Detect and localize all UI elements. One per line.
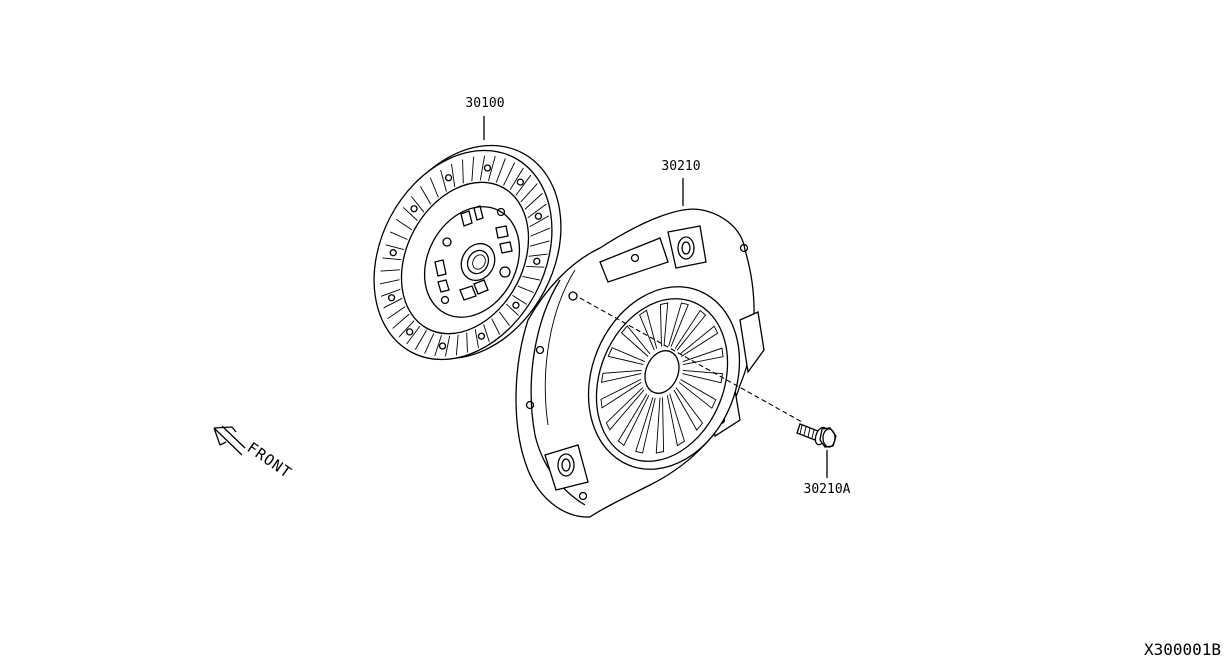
clutch-cover-icon[interactable]	[515, 208, 766, 518]
disc-rivet-hole	[533, 257, 541, 265]
disc-groove	[495, 158, 506, 183]
disc-groove	[379, 279, 400, 285]
disc-groove	[451, 163, 456, 187]
disc-groove	[479, 155, 486, 181]
disc-groove	[528, 253, 548, 257]
front-label: FRONT	[244, 439, 295, 483]
diaphragm-finger	[639, 309, 658, 351]
disc-groove	[512, 294, 528, 305]
disc-rivet-hole	[389, 249, 397, 257]
disc-groove	[414, 330, 427, 350]
disc-rivet-hole	[405, 328, 414, 336]
diaphragm-finger	[620, 325, 651, 357]
disc-groove	[529, 215, 550, 228]
disc-groove	[380, 288, 401, 297]
bolt-label: 30210A	[804, 482, 851, 497]
disc-groove	[383, 297, 403, 309]
disc-groove	[392, 313, 410, 329]
disc-groove	[420, 186, 432, 205]
disc-groove	[491, 318, 501, 335]
disc-groove	[398, 320, 415, 338]
diaphragm-finger	[635, 397, 656, 454]
disc-groove	[505, 303, 519, 316]
diaphragm-finger	[673, 387, 704, 431]
disc-rivet-hole	[387, 294, 396, 302]
disc-groove	[390, 231, 408, 240]
disc-rivet-hole	[516, 178, 525, 186]
disc-groove	[444, 335, 451, 357]
disc-groove	[515, 174, 532, 196]
disc-groove	[385, 244, 404, 250]
disc-groove	[526, 266, 545, 268]
clutch-disc-icon[interactable]	[339, 114, 597, 391]
disc-groove	[509, 167, 524, 191]
disc-groove	[466, 332, 468, 353]
disc-rivet-hole	[410, 205, 418, 213]
diaphragm-finger	[655, 397, 665, 454]
diaphragm-finger	[674, 309, 707, 351]
disc-rivet-hole	[534, 212, 543, 220]
disc-groove	[517, 285, 535, 294]
diaphragm-finger	[682, 347, 724, 366]
disc-groove	[520, 183, 538, 203]
diagram-reference-code: X300001B	[1144, 640, 1221, 659]
disc-groove	[530, 227, 551, 237]
diaphragm-finger	[682, 370, 724, 384]
diaphragm-finger	[678, 379, 717, 409]
diaphragm-finger	[617, 393, 650, 447]
bolt-icon[interactable]	[796, 423, 837, 448]
diaphragm-finger	[666, 393, 685, 447]
diaphragm-finger	[600, 379, 642, 409]
disc-groove	[406, 325, 421, 345]
disc-groove	[498, 311, 510, 326]
disc-rivet-hole	[438, 342, 447, 350]
diaphragm-finger	[600, 369, 642, 383]
disc-rivet-hole	[477, 332, 486, 340]
disc-groove	[402, 207, 418, 221]
disc-groove	[471, 156, 475, 182]
disc-groove	[455, 334, 459, 356]
disc-groove	[380, 269, 400, 272]
disc-groove	[522, 276, 540, 281]
disc-groove	[527, 203, 547, 219]
disc-rivet-hole	[512, 301, 520, 309]
disc-groove	[462, 159, 464, 184]
disc-groove	[440, 169, 447, 192]
disc-groove	[424, 333, 435, 354]
disc-groove	[411, 196, 425, 213]
disc-groove	[387, 306, 406, 320]
disc-groove	[530, 240, 550, 247]
diaphragm-finger	[668, 302, 689, 347]
disc-groove	[483, 324, 490, 343]
disc-groove	[434, 335, 442, 357]
disc-groove	[488, 155, 496, 181]
diaphragm-finger	[679, 325, 719, 357]
disc-rivet-hole	[483, 164, 492, 172]
clutch-cover-label: 30210	[661, 159, 700, 174]
diaphragm-finger	[605, 387, 645, 431]
disc-groove	[429, 177, 439, 198]
clutch-disc-label: 30100	[465, 96, 504, 111]
disc-groove	[474, 329, 479, 349]
front-arrow-icon	[213, 425, 246, 456]
diaphragm-finger	[659, 302, 669, 347]
disc-rivet-hole	[444, 174, 453, 182]
disc-groove	[524, 192, 543, 210]
diaphragm-finger	[607, 347, 645, 365]
disc-groove	[382, 257, 402, 261]
disc-groove	[503, 162, 516, 186]
disc-groove	[395, 219, 413, 231]
bolt-alignment-line	[579, 297, 803, 423]
